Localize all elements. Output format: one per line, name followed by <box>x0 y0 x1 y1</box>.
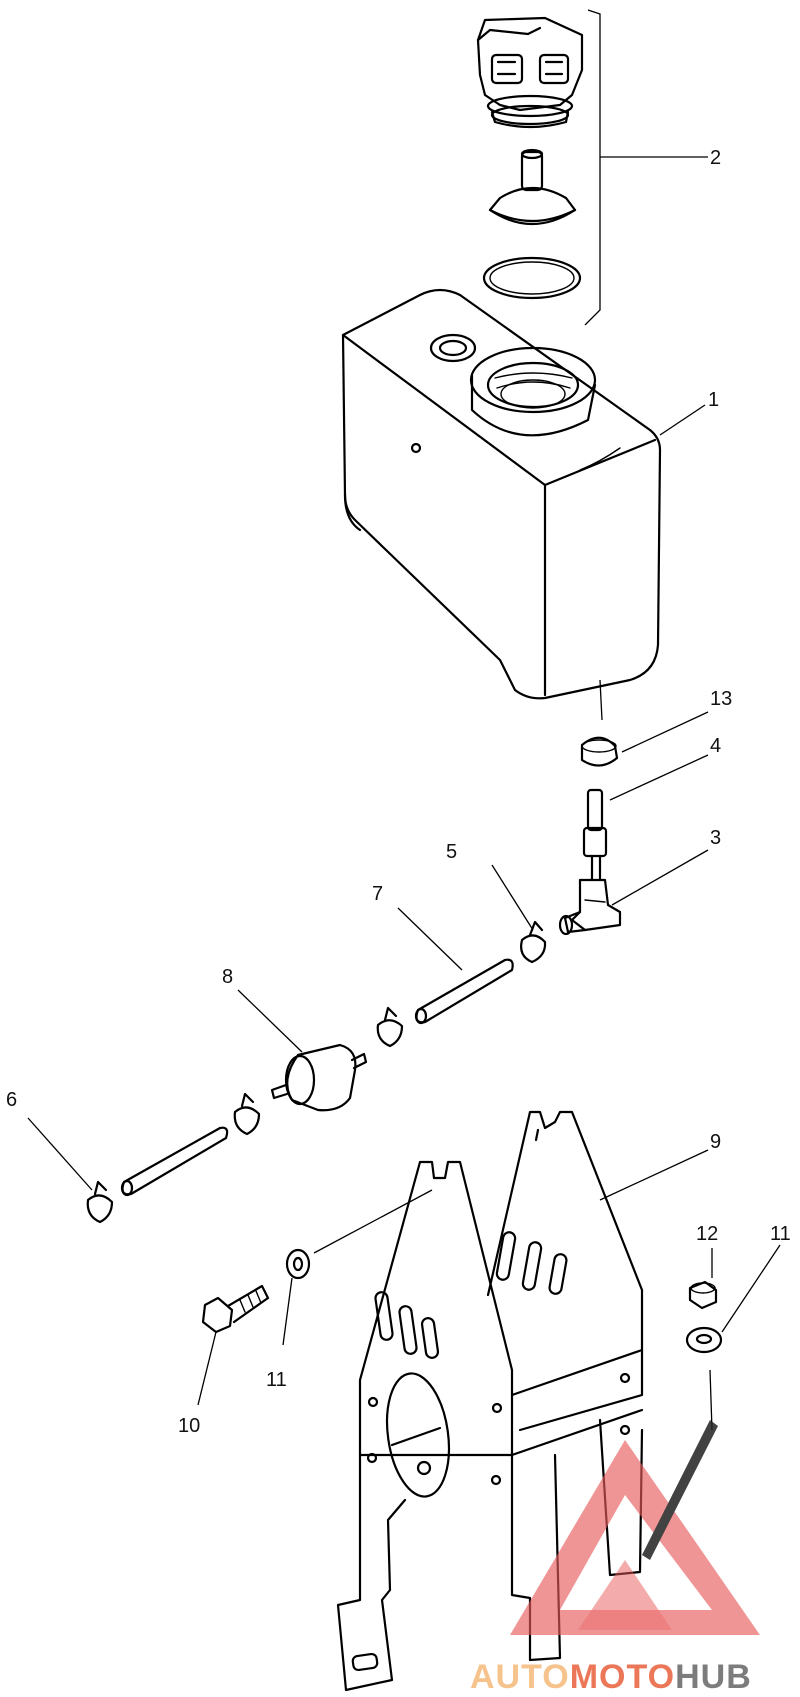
watermark-hub: HUB <box>675 1658 752 1696</box>
callout-7: 7 <box>372 883 383 905</box>
callout-4-leader <box>609 754 709 801</box>
hose-clamp-left <box>233 1092 261 1136</box>
nut <box>688 1280 718 1310</box>
callout-1-leader <box>659 404 706 436</box>
callout-11-right: 11 <box>770 1223 791 1245</box>
callout-5-leader <box>491 864 534 931</box>
callout-13: 13 <box>710 688 732 710</box>
filler-valve <box>488 148 577 226</box>
watermark-slash <box>642 1420 718 1560</box>
pickup-tube <box>582 788 608 882</box>
callout-10: 10 <box>178 1415 200 1437</box>
callout-11-leader-left <box>282 1277 293 1346</box>
oil-tank <box>341 288 662 700</box>
callout-2: 2 <box>710 147 721 169</box>
callout-8-leader <box>237 989 303 1053</box>
watermark-triangle-logo <box>510 1440 760 1635</box>
hose-clamp-mid <box>376 1006 404 1048</box>
callout-11-leader-right <box>721 1244 781 1333</box>
watermark-triangle-inner <box>578 1560 672 1630</box>
callout-2-bracket <box>584 9 601 326</box>
callout-1: 1 <box>708 389 719 411</box>
o-ring <box>482 256 582 300</box>
callout-6: 6 <box>6 1089 17 1111</box>
callout-6-leader <box>27 1117 93 1191</box>
grommet <box>580 736 619 767</box>
washer-left <box>285 1248 311 1280</box>
callout-5: 5 <box>446 841 457 863</box>
callout-11-left: 11 <box>266 1369 287 1391</box>
callout-4: 4 <box>710 735 721 757</box>
fuel-hose-7 <box>414 958 514 1025</box>
fuel-hose-6 <box>120 1126 229 1197</box>
washer-drop-line <box>709 1369 713 1431</box>
watermark-moto: MOTO <box>570 1658 675 1696</box>
callout-3-leader <box>611 849 709 906</box>
tank-drop-line <box>599 679 603 721</box>
elbow-fitting <box>558 878 622 936</box>
callout-7-leader <box>397 907 463 971</box>
hose-clamp-6 <box>86 1180 114 1224</box>
callout-8: 8 <box>222 966 233 988</box>
callout-9: 9 <box>710 1131 721 1153</box>
callout-13-leader <box>621 711 709 753</box>
svg-text:AUTOMOTOHUB: AUTOMOTOHUB <box>470 1658 752 1696</box>
callout-12: 12 <box>696 1223 718 1245</box>
hose-clamp-5 <box>520 920 547 964</box>
washer-to-bracket-leader <box>313 1189 433 1254</box>
callout-9-leader <box>599 1149 709 1201</box>
bolt <box>201 1284 270 1334</box>
watermark-auto: AUTO <box>470 1658 570 1696</box>
fuel-filter <box>270 1043 368 1112</box>
washer-right <box>685 1326 723 1354</box>
callout-10-leader <box>197 1331 217 1406</box>
filler-cap <box>476 16 584 129</box>
automotohub-watermark: AUTOMOTOHUB <box>470 1420 760 1696</box>
callout-3: 3 <box>710 827 721 849</box>
